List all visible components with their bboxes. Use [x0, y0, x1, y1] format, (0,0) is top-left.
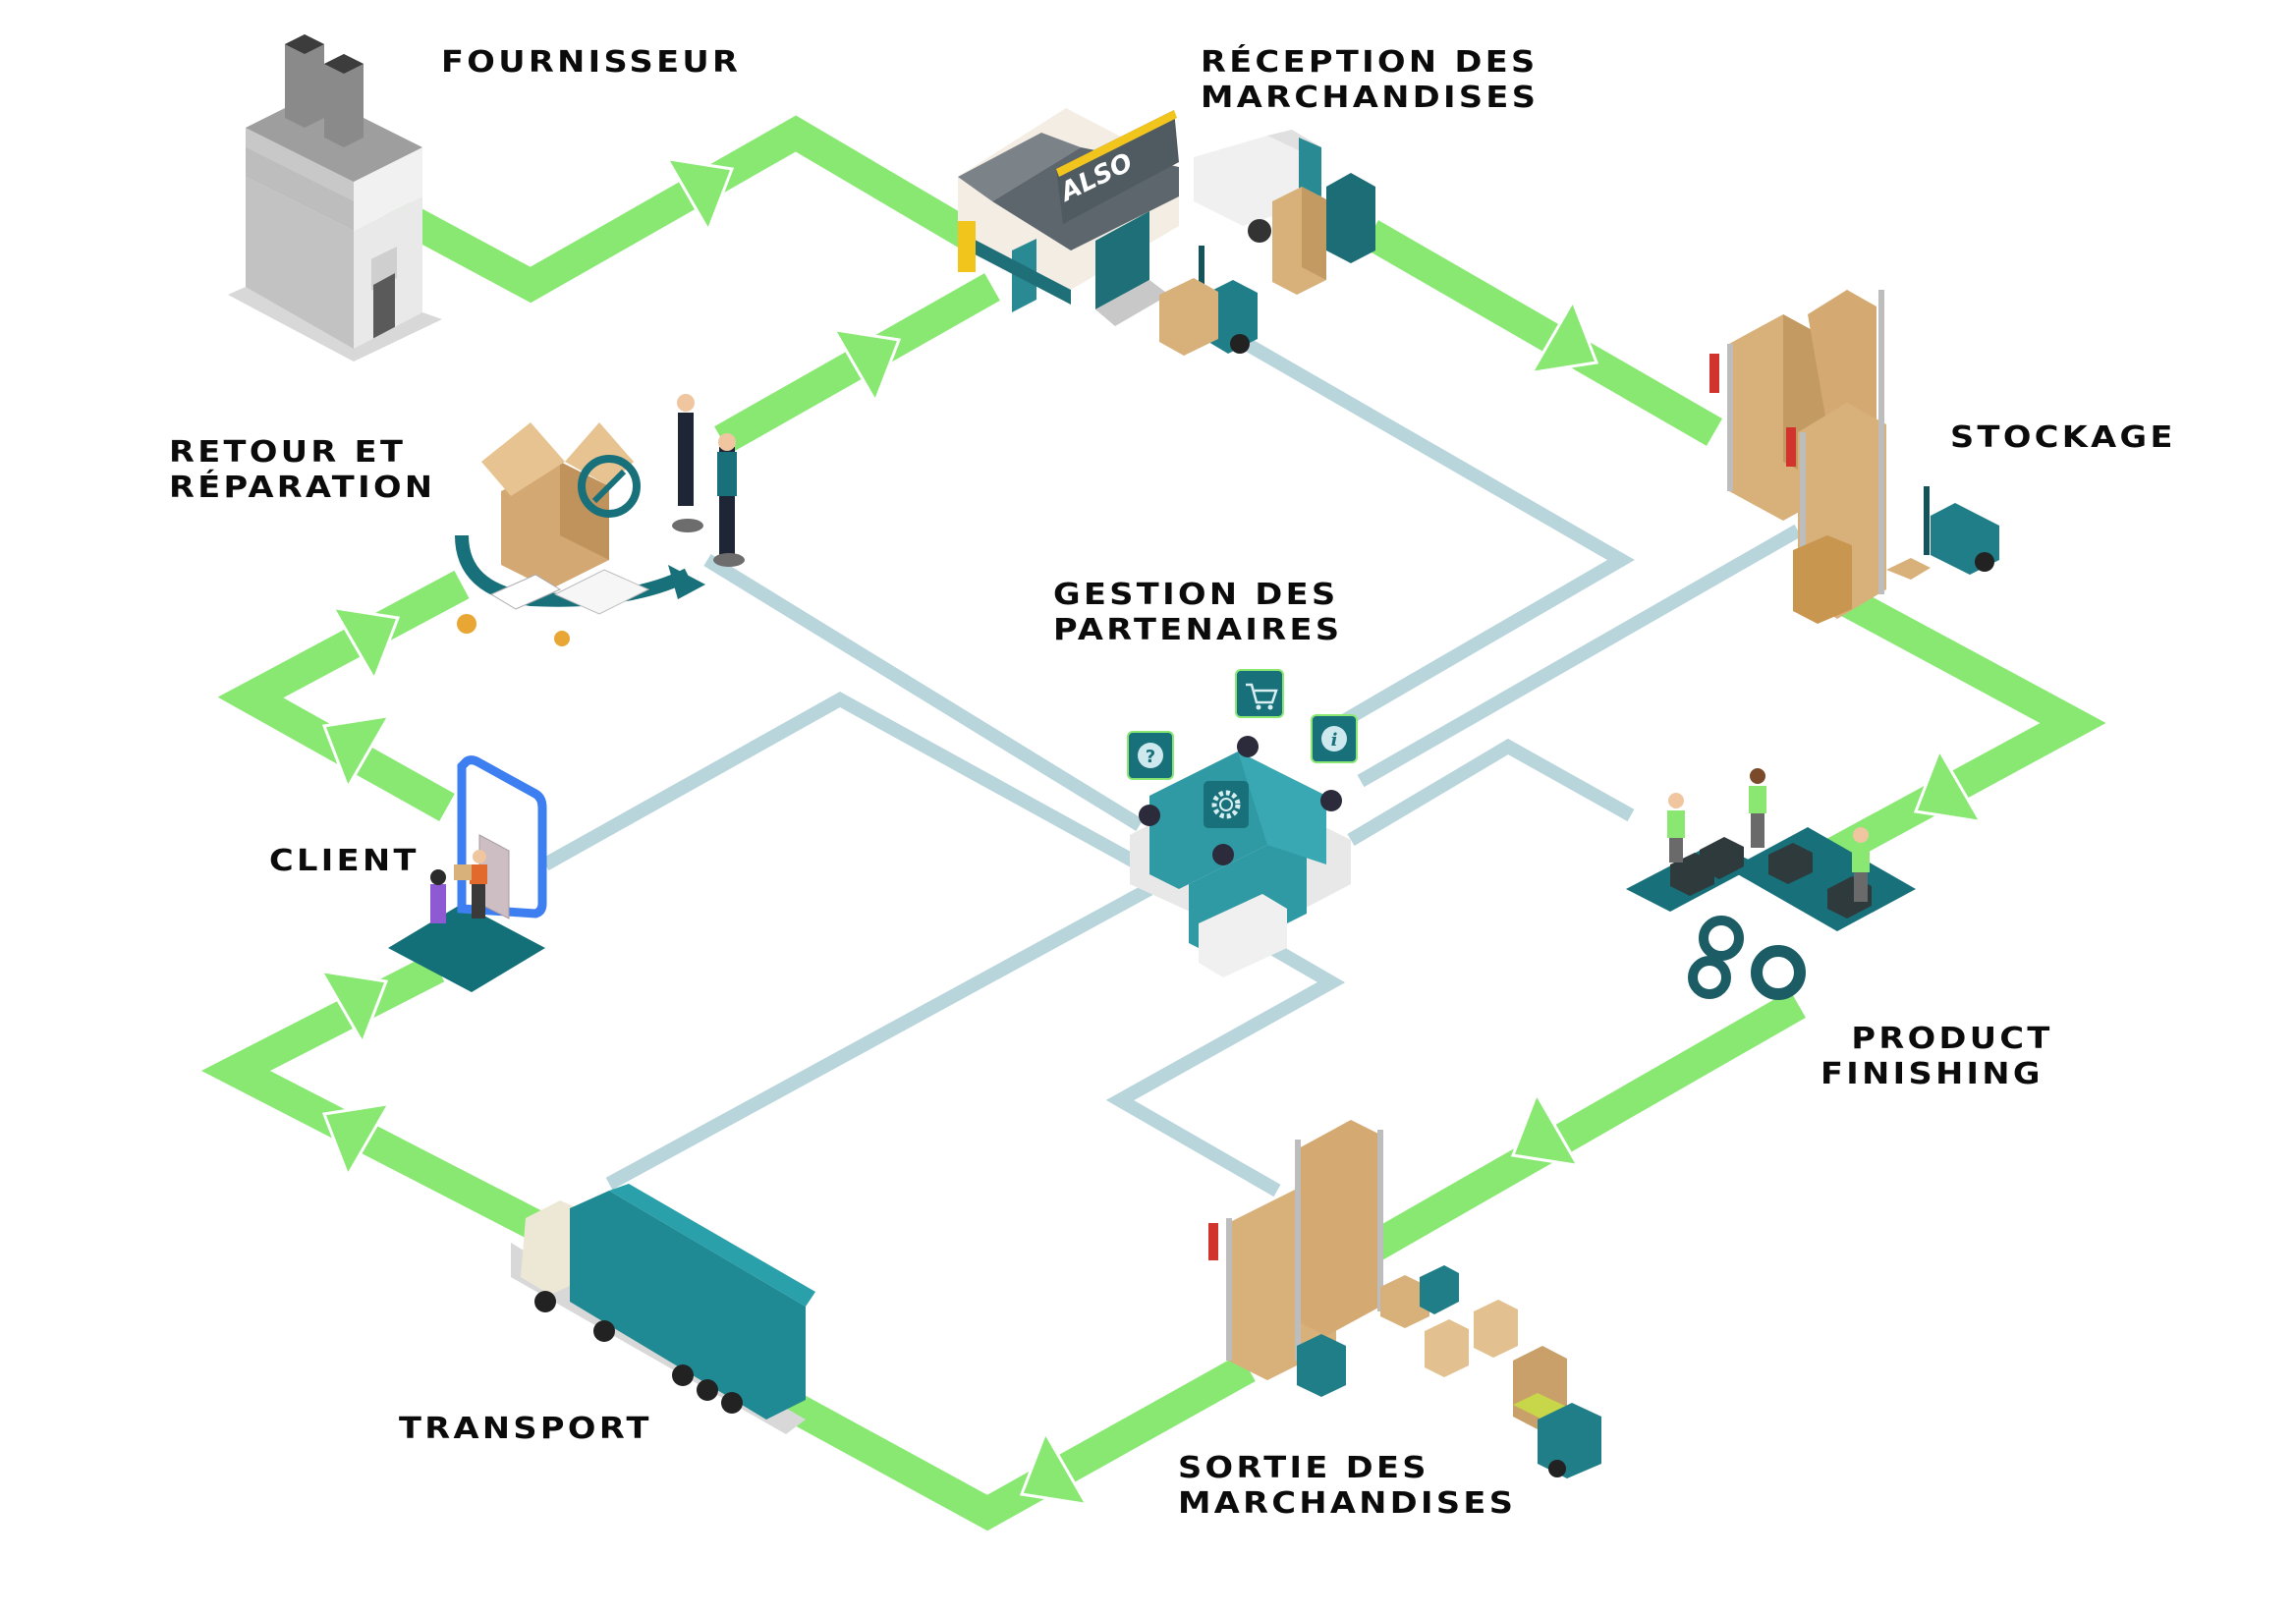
worker-icon — [1667, 768, 1870, 902]
connector-sortie — [1105, 921, 1346, 1197]
flow-arrowhead — [1913, 747, 1984, 824]
flow-arrowhead — [831, 327, 902, 405]
flow-transport-client — [200, 953, 558, 1248]
connector-finishing — [1347, 738, 1635, 847]
flow-arrowhead — [321, 713, 392, 791]
label-client: CLIENT — [269, 844, 420, 878]
flow-reception-stockage — [1363, 220, 1722, 446]
pallet-rack-icon — [1709, 290, 1886, 624]
flow-arrowhead — [1510, 1090, 1581, 1168]
flow-sortie-transport — [778, 1354, 1256, 1531]
business-people-icon — [672, 394, 745, 567]
flow-arrowhead — [321, 1101, 392, 1179]
forklift-icon — [1886, 486, 1999, 580]
connector-client — [541, 691, 1144, 871]
label-stockage: STOCKAGE — [1950, 420, 2176, 455]
forklift-icon — [1159, 246, 1258, 356]
connector-retour — [703, 554, 1144, 831]
warehouse-icon: ALSO — [958, 108, 1179, 326]
hub-connectors — [541, 332, 1802, 1197]
connector-reception — [1234, 332, 1635, 744]
info-icon: i — [1311, 714, 1358, 763]
connector-transport — [605, 882, 1153, 1191]
label-transport: TRANSPORT — [399, 1412, 652, 1446]
flow-arrowhead — [330, 605, 401, 683]
svg-text:?: ? — [1146, 747, 1155, 767]
flow-fournisseur-reception — [380, 115, 981, 304]
truck-icon — [511, 1184, 815, 1434]
pallet-boxes-icon — [1272, 173, 1375, 295]
outbound-forklift-icon — [1208, 1120, 1601, 1478]
flow-stockage-finishing — [1790, 586, 2106, 887]
return-box-icon — [455, 422, 705, 646]
conveyor-gears-icon — [1626, 768, 1916, 1000]
flow-arrows — [318, 156, 1984, 1507]
flow-arrowhead — [664, 156, 735, 234]
cart-icon — [1235, 669, 1284, 718]
gear-icon — [1204, 781, 1249, 828]
flow-arrowhead — [1019, 1429, 1090, 1507]
question-icon: ? — [1127, 731, 1174, 780]
phone-delivery-icon — [388, 755, 547, 992]
label-fournisseur: FOURNISSEUR — [441, 45, 742, 80]
connector-stockage — [1357, 524, 1802, 788]
svg-text:i: i — [1331, 730, 1338, 751]
flow-arrowhead — [1529, 298, 1599, 375]
factory-icon — [228, 34, 442, 362]
flow-arrowhead — [318, 969, 389, 1046]
